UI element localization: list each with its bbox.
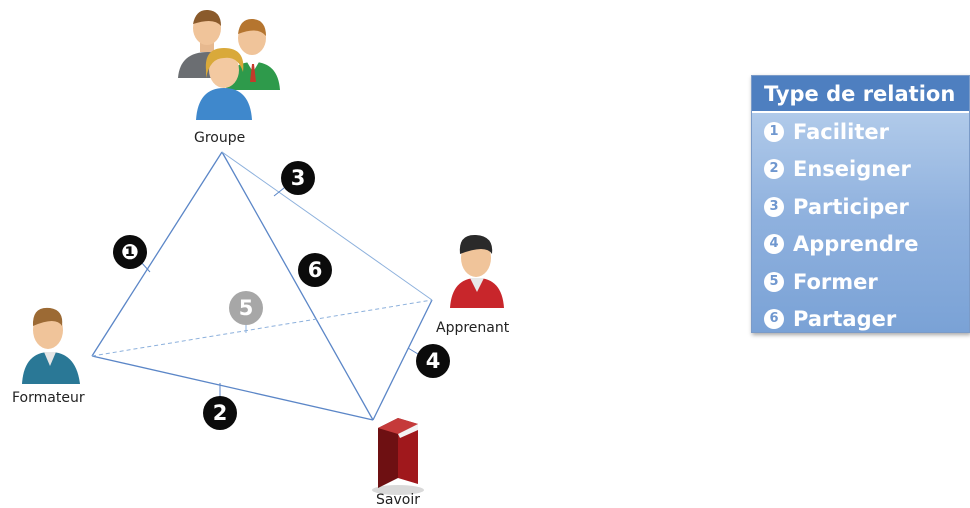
relation-badge-3: 3	[281, 161, 315, 195]
apprenant-person-icon	[450, 234, 504, 308]
legend-item-faciliter: 1 Faciliter	[752, 113, 969, 151]
legend-item-participer: 3 Participer	[752, 188, 969, 226]
legend-number: 6	[764, 309, 784, 330]
legend-number: 2	[764, 159, 784, 180]
formateur-person-icon	[22, 307, 80, 384]
legend-item-former: 5 Former	[752, 263, 969, 301]
legend-title: Type de relation	[752, 76, 969, 113]
legend-item-label: Participer	[793, 194, 909, 219]
apprenant-label: Apprenant	[436, 320, 510, 336]
legend-item-apprendre: 4 Apprendre	[752, 226, 969, 264]
legend-item-enseigner: 2 Enseigner	[752, 151, 969, 189]
legend-item-label: Apprendre	[793, 232, 919, 257]
legend-item-label: Faciliter	[793, 119, 889, 144]
legend-item-label: Partager	[793, 307, 897, 332]
legend-number: 5	[764, 271, 784, 292]
relation-type-legend: Type de relation 1 Faciliter 2 Enseigner…	[751, 75, 970, 333]
savoir-book-icon	[372, 418, 424, 495]
legend-item-label: Enseigner	[793, 157, 911, 182]
edge-formateur-savoir	[91, 355, 374, 421]
edge-groupe-apprenant	[221, 151, 433, 301]
connector-3	[273, 187, 285, 197]
legend-item-label: Former	[793, 269, 878, 294]
savoir-label: Savoir	[376, 492, 420, 508]
edge-groupe-savoir	[221, 151, 374, 421]
relation-badge-6: 6	[298, 253, 332, 287]
relation-badge-2: 2	[203, 396, 237, 430]
connector-1	[140, 261, 151, 273]
legend-number: 4	[764, 234, 784, 255]
legend-item-partager: 6 Partager	[752, 301, 969, 339]
legend-number: 1	[764, 121, 784, 142]
edge-apprenant-savoir	[372, 299, 433, 421]
legend-number: 3	[764, 196, 784, 217]
edge-groupe-formateur	[91, 151, 223, 357]
edge-formateur-apprenant	[91, 299, 433, 357]
formateur-label: Formateur	[12, 390, 85, 406]
relation-badge-5: 5	[229, 291, 263, 325]
relation-badge-4: 4	[416, 344, 450, 378]
relation-badge-1: ❶	[113, 235, 147, 269]
groupe-label: Groupe	[194, 130, 246, 146]
group-people-icon	[178, 9, 280, 120]
connector-4	[407, 347, 419, 355]
